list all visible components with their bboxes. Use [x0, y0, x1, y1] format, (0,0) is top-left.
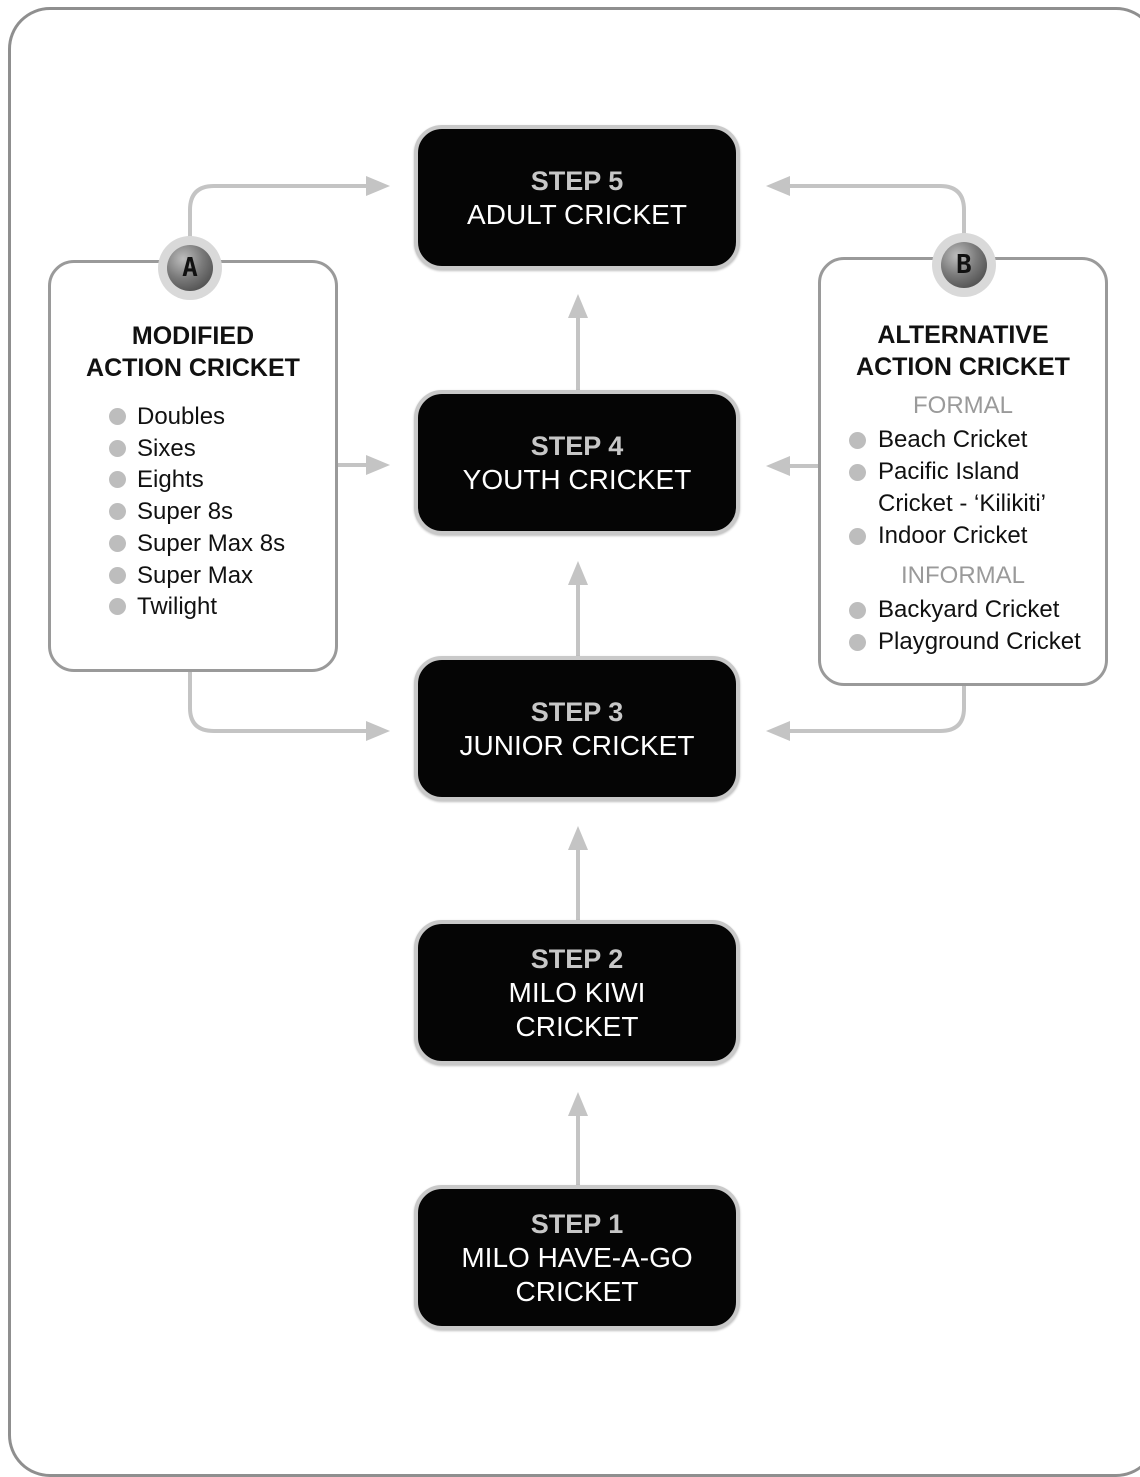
informal-list: Backyard Cricket Playground Cricket: [849, 594, 1105, 658]
list-item: Super Max: [109, 560, 335, 592]
bullet-icon: [109, 503, 126, 521]
arrowhead-a-step4: [366, 455, 390, 475]
bullet-icon: [849, 432, 866, 449]
step-5-box: STEP 5 ADULT CRICKET: [414, 125, 740, 270]
arrowhead-step5: [568, 294, 588, 318]
list-item: Super 8s: [109, 496, 335, 528]
step-3-name: JUNIOR CRICKET: [459, 729, 695, 761]
bullet-icon: [849, 528, 866, 545]
arrow-b-to-step5: [784, 184, 966, 253]
list-item: Pacific Island Cricket - ‘Kilikiti’: [849, 456, 1105, 520]
panel-b-title: ALTERNATIVE ACTION CRICKET: [856, 321, 1070, 381]
list-item: Indoor Cricket: [849, 520, 1105, 552]
list-item: Super Max 8s: [109, 528, 335, 560]
panel-b-badge: B: [932, 233, 996, 297]
step-4-number: STEP 4: [530, 430, 624, 461]
step-1-number: STEP 1: [530, 1208, 624, 1239]
bullet-icon: [849, 602, 866, 619]
panel-a-list: Doubles Sixes Eights Super 8s Super Max …: [109, 401, 335, 623]
badge-b-icon: B: [941, 242, 987, 288]
step-3-number: STEP 3: [530, 696, 624, 727]
panel-a-title: MODIFIED ACTION CRICKET: [86, 322, 300, 382]
bullet-icon: [849, 464, 866, 481]
step-5-name: ADULT CRICKET: [467, 198, 687, 230]
formal-heading: FORMAL: [912, 392, 1013, 419]
bullet-icon: [109, 534, 126, 552]
bullet-icon: [849, 634, 866, 651]
arrowhead-b-step4: [766, 456, 790, 476]
step-4-box: STEP 4 YOUTH CRICKET: [414, 390, 740, 535]
list-item: Beach Cricket: [849, 424, 1105, 456]
arrowhead-b-step5: [766, 176, 790, 196]
list-item: Playground Cricket: [849, 626, 1105, 658]
list-item: Eights: [109, 464, 335, 496]
arrowhead-step3: [568, 826, 588, 850]
connectors: [188, 176, 966, 1185]
alternative-action-cricket-panel: ALTERNATIVE ACTION CRICKET FORMAL Beach …: [818, 257, 1108, 686]
list-item: Doubles: [109, 401, 335, 433]
bullet-icon: [109, 598, 126, 616]
step-2-name: MILO KIWI CRICKET: [508, 976, 646, 1042]
step-5-number: STEP 5: [530, 165, 624, 196]
bullet-icon: [109, 471, 126, 489]
step-2-box: STEP 2 MILO KIWI CRICKET: [414, 920, 740, 1065]
step-4-name: YOUTH CRICKET: [462, 463, 692, 495]
arrow-a-to-step3: [188, 672, 372, 733]
bullet-icon: [109, 566, 126, 584]
arrowhead-b-step3: [766, 721, 790, 741]
arrowhead-a-step5: [366, 176, 390, 196]
list-item: Twilight: [109, 591, 335, 623]
arrow-a-to-step5: [188, 184, 372, 255]
step-3-box: STEP 3 JUNIOR CRICKET: [414, 656, 740, 801]
list-item: Backyard Cricket: [849, 594, 1105, 626]
panel-a-badge: A: [158, 236, 222, 300]
bullet-icon: [109, 408, 126, 425]
formal-list: Beach Cricket Pacific Island Cricket - ‘…: [849, 424, 1105, 552]
arrowhead-step4: [568, 561, 588, 585]
modified-action-cricket-panel: MODIFIED ACTION CRICKET Doubles Sixes Ei…: [48, 260, 338, 672]
bullet-icon: [109, 439, 126, 457]
badge-a-icon: A: [167, 245, 213, 291]
list-item: Sixes: [109, 433, 335, 465]
arrow-b-to-step3: [784, 686, 966, 733]
step-2-number: STEP 2: [530, 943, 624, 974]
arrowhead-a-step3: [366, 721, 390, 741]
informal-heading: INFORMAL: [900, 562, 1025, 589]
arrowhead-step2: [568, 1092, 588, 1116]
step-1-name: MILO HAVE-A-GO CRICKET: [461, 1241, 693, 1307]
step-1-box: STEP 1 MILO HAVE-A-GO CRICKET: [414, 1185, 740, 1330]
